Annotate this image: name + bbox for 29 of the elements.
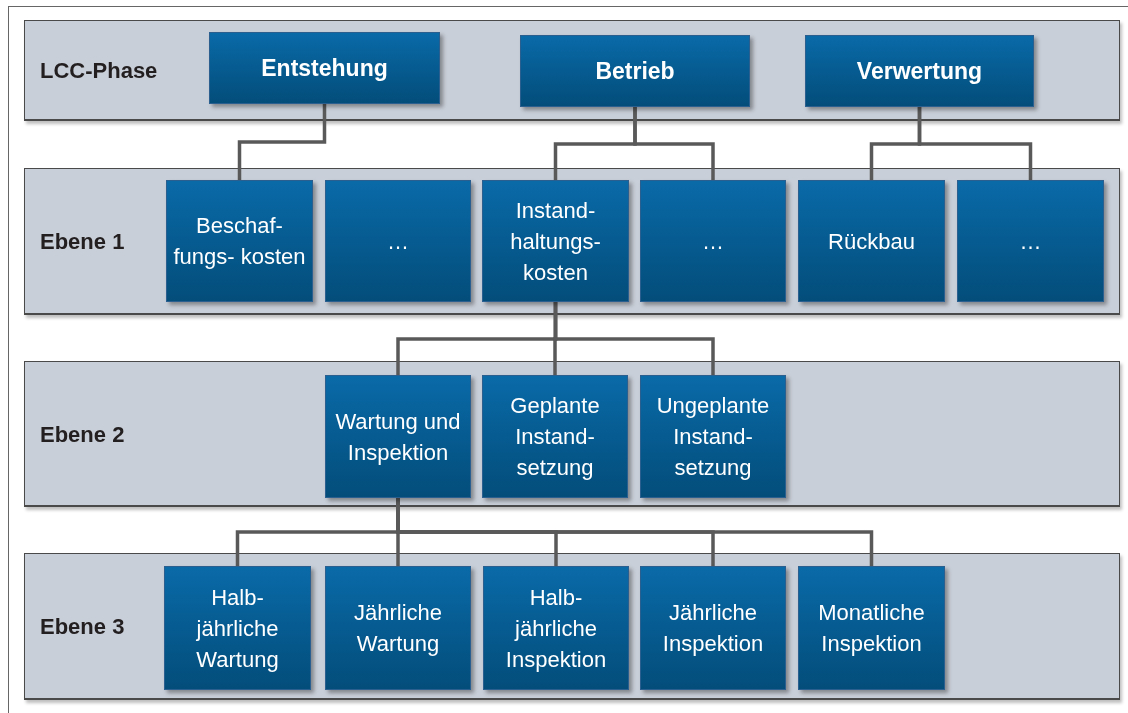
level-band xyxy=(24,553,1120,700)
level-label: Ebene 1 xyxy=(40,227,125,256)
cost-box: Beschaf- fungs- kosten xyxy=(166,180,313,302)
level-band xyxy=(24,361,1120,507)
level-label: Ebene 3 xyxy=(40,612,125,641)
connector-line xyxy=(553,302,715,375)
cost-box: … xyxy=(957,180,1104,302)
connector-line xyxy=(633,107,715,180)
level-band xyxy=(24,168,1120,315)
cost-box: Geplante Instand- setzung xyxy=(482,375,628,498)
phase-box: Entstehung xyxy=(209,32,440,104)
cost-box: … xyxy=(325,180,471,302)
cost-box: Halb- jährliche Inspektion xyxy=(483,566,629,690)
cost-box: Wartung und Inspektion xyxy=(325,375,471,498)
connector-line xyxy=(237,104,327,180)
cost-box: … xyxy=(640,180,786,302)
phase-box: Betrieb xyxy=(520,35,750,107)
cost-box: Jährliche Inspektion xyxy=(640,566,786,690)
cost-box: Halb- jährliche Wartung xyxy=(164,566,311,690)
cost-box: Rückbau xyxy=(798,180,945,302)
phase-box: Verwertung xyxy=(805,35,1034,107)
connector-line xyxy=(917,107,1033,180)
level-label: LCC-Phase xyxy=(40,56,158,85)
cost-box: Jährliche Wartung xyxy=(325,566,471,690)
level-label: Ebene 2 xyxy=(40,420,125,448)
cost-box: Instand- haltungs- kosten xyxy=(482,180,629,302)
cost-box: Ungeplante Instand- setzung xyxy=(640,375,786,498)
cost-box: Monatliche Inspektion xyxy=(798,566,945,690)
level-band xyxy=(24,20,1120,121)
